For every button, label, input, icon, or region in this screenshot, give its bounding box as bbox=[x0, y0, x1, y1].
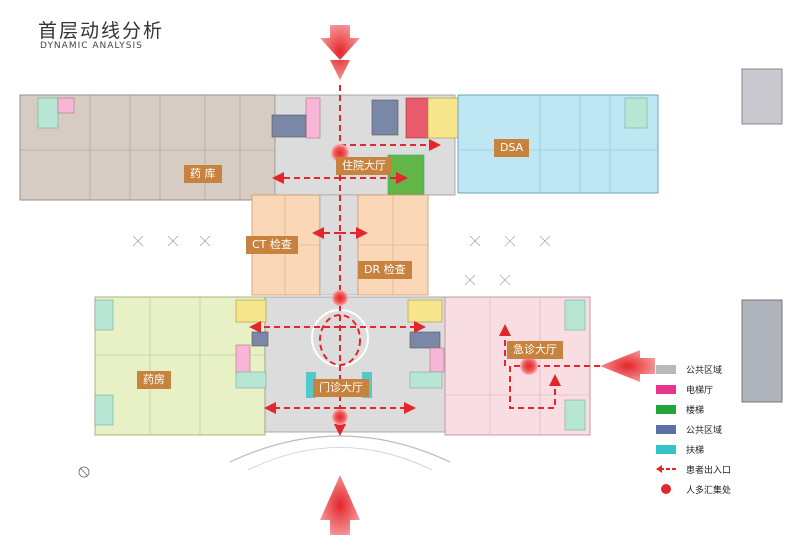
zone-label-pharmacy-store: 药 库 bbox=[184, 165, 222, 183]
legend-item: 公共区域 bbox=[656, 423, 722, 436]
legend-item: 人多汇集处 bbox=[656, 483, 731, 496]
entrance-canopy bbox=[229, 435, 451, 463]
zone-label-inpatient-hall: 住院大厅 bbox=[336, 157, 392, 175]
flow-arrow-icon bbox=[656, 465, 676, 473]
flow-lines bbox=[249, 85, 600, 436]
zone-label-outpatient-hall: 门诊大厅 bbox=[313, 379, 369, 397]
entrance-arrows bbox=[320, 25, 655, 535]
legend-swatch bbox=[656, 364, 676, 374]
page-subtitle: DYNAMIC ANALYSIS bbox=[40, 41, 143, 51]
legend-swatch bbox=[656, 384, 676, 394]
legend-swatch bbox=[656, 444, 676, 454]
hotspot-outpatient-entry bbox=[332, 409, 348, 425]
zone-label-ct: CT 检查 bbox=[246, 236, 298, 254]
south-entrance-arrow bbox=[320, 475, 360, 535]
hotspot-icon bbox=[661, 484, 671, 494]
dsa-zone bbox=[457, 94, 659, 194]
page-title: 首层动线分析 bbox=[38, 20, 165, 42]
legend-swatch bbox=[656, 404, 676, 414]
tree-symbols bbox=[132, 235, 551, 286]
north-entrance-arrow bbox=[320, 25, 360, 80]
zone-label-emergency-hall: 急诊大厅 bbox=[507, 341, 563, 359]
legend-item: 公共区域 bbox=[656, 363, 722, 376]
legend-item: 电梯厅 bbox=[656, 383, 713, 396]
annex-block-bottom bbox=[741, 299, 783, 403]
annex-block-top bbox=[741, 68, 783, 125]
legend-item: 患者出入口 bbox=[656, 463, 731, 476]
hotspot-emergency bbox=[520, 357, 538, 375]
legend-item: 扶梯 bbox=[656, 443, 704, 456]
zone-label-dr: DR 检查 bbox=[358, 261, 412, 279]
legend-swatch bbox=[656, 424, 676, 434]
east-entrance-arrow bbox=[600, 350, 655, 382]
zone-label-dsa: DSA bbox=[494, 139, 530, 157]
legend-item: 楼梯 bbox=[656, 403, 704, 416]
north-arrow-icon bbox=[78, 466, 90, 478]
hotspot-corridor bbox=[332, 290, 348, 306]
zone-label-pharmacy: 药房 bbox=[137, 371, 171, 389]
